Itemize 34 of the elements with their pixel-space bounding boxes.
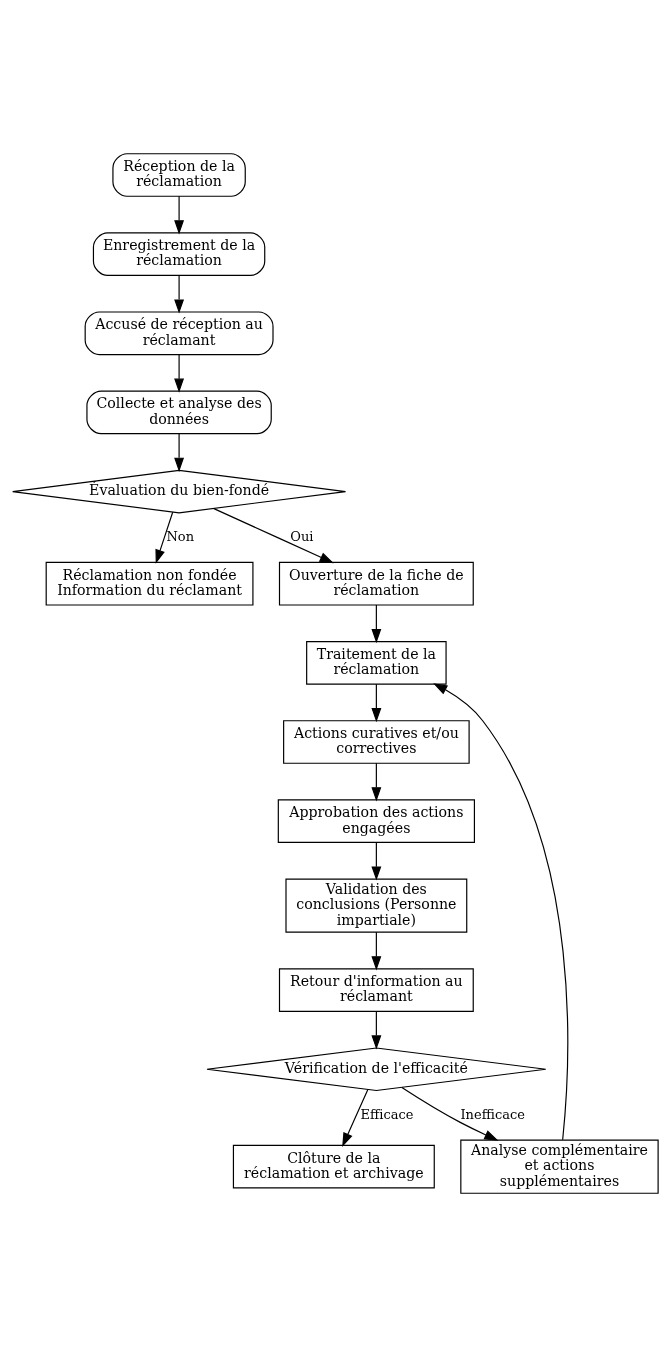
arrow xyxy=(371,762,382,802)
arrow xyxy=(342,1089,369,1147)
arrow xyxy=(371,931,382,971)
node-box: Réclamation non fondée Information du réclamant xyxy=(45,561,254,606)
node-box: Validation des conclusions (Personne impartiale) xyxy=(285,878,468,933)
node-box: Approbation des actions engagées xyxy=(277,799,475,843)
arrow xyxy=(371,1010,382,1050)
edge-label: Inefficace xyxy=(460,1106,525,1122)
arrow xyxy=(371,683,382,723)
node-box: Clôture de la réclamation et archivage xyxy=(232,1144,435,1189)
node-box: Collecte et analyse des données xyxy=(86,390,272,435)
node-box: Réception de la réclamation xyxy=(112,153,246,197)
node-box: Retour d'information au réclamant xyxy=(278,968,474,1012)
arrow xyxy=(174,274,185,314)
node-diamond: Évaluation du bien-fondé xyxy=(12,469,347,514)
arrow xyxy=(174,354,185,393)
edge-label: Oui xyxy=(290,528,314,544)
node-box: Actions curatives et/ou correctives xyxy=(283,720,470,764)
arrow xyxy=(371,604,382,644)
node-box: Accusé de réception au réclamant xyxy=(84,311,274,356)
arrow xyxy=(433,683,569,1141)
arrow xyxy=(155,511,174,564)
node-box: Traitement de la réclamation xyxy=(306,641,447,685)
node-box: Ouverture de la fiche de réclamation xyxy=(278,561,474,606)
arrow xyxy=(213,508,334,564)
node-box: Analyse complémentaire et actions supplémentaires xyxy=(460,1139,659,1194)
edge-label: Efficace xyxy=(360,1106,414,1122)
arrow xyxy=(174,195,185,235)
node-diamond: Vérification de l'efficacité xyxy=(206,1047,547,1092)
arrow xyxy=(174,433,185,472)
arrow xyxy=(371,842,382,881)
arrow xyxy=(401,1087,499,1141)
node-box: Enregistrement de la réclamation xyxy=(92,232,266,276)
edge-label: Non xyxy=(166,528,195,544)
